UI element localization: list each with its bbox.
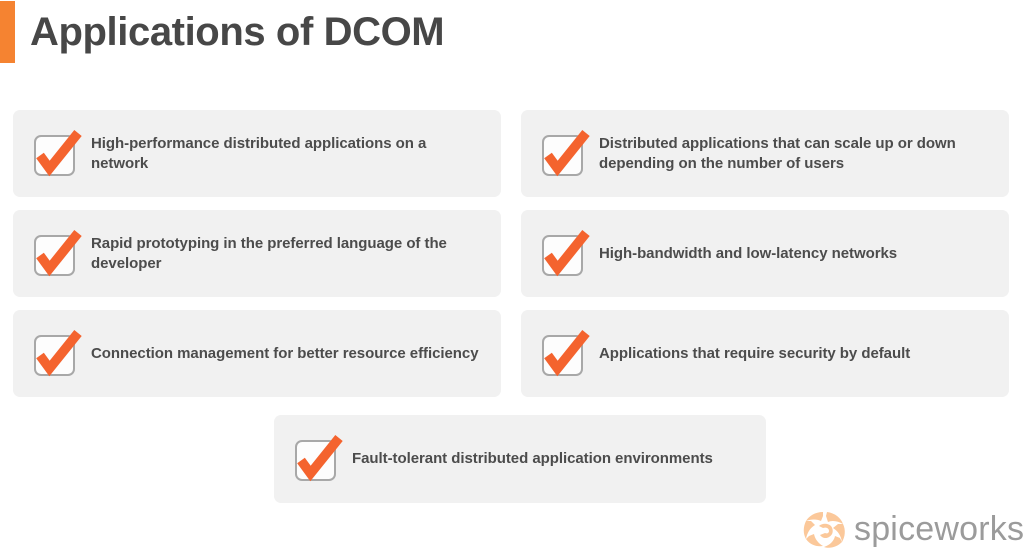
page-header: Applications of DCOM (0, 0, 445, 64)
checkmark-glyph (544, 129, 590, 176)
page-title: Applications of DCOM (30, 10, 445, 54)
checkmark-icon (294, 435, 343, 483)
list-item: High-performance distributed application… (13, 110, 501, 197)
checkmark-glyph (36, 329, 82, 376)
list-item: Connection management for better resourc… (13, 310, 501, 397)
checkmark-glyph (544, 329, 590, 376)
list-item-label: Fault-tolerant distributed application e… (352, 450, 713, 467)
list-item: High-bandwidth and low-latency networks (521, 210, 1009, 297)
list-item: Rapid prototyping in the preferred langu… (13, 210, 501, 297)
title-accent-bar (0, 1, 15, 63)
checkmark-icon (541, 329, 590, 378)
checkmark-icon (33, 129, 82, 178)
list-item-label: High-bandwidth and low-latency networks (599, 244, 898, 262)
checkmark-icon (541, 229, 590, 278)
spiceworks-logo: spiceworks (802, 509, 1024, 549)
checkmark-icon (33, 229, 82, 278)
list-item-label: High-performance distributed application… (91, 134, 427, 172)
checkmark-icon (33, 329, 82, 378)
list-item-label: Applications that require security by de… (599, 344, 911, 362)
checkmark-glyph (36, 229, 82, 276)
list-item-label: Connection management for better resourc… (91, 344, 479, 362)
checkmark-icon (541, 129, 590, 178)
list-item: Applications that require security by de… (521, 310, 1009, 397)
list-item: Fault-tolerant distributed application e… (274, 415, 766, 503)
checkmark-glyph (297, 435, 343, 482)
list-item: Distributed applications that can scale … (521, 110, 1009, 197)
checkmark-glyph (36, 129, 82, 176)
list-item-label: Distributed applications that can scale … (599, 134, 956, 172)
list-item-label: Rapid prototyping in the preferred langu… (91, 234, 447, 272)
checkmark-glyph (544, 229, 590, 276)
spiceworks-pinwheel-icon (803, 512, 845, 548)
spiceworks-wordmark: spiceworks (854, 510, 1024, 548)
